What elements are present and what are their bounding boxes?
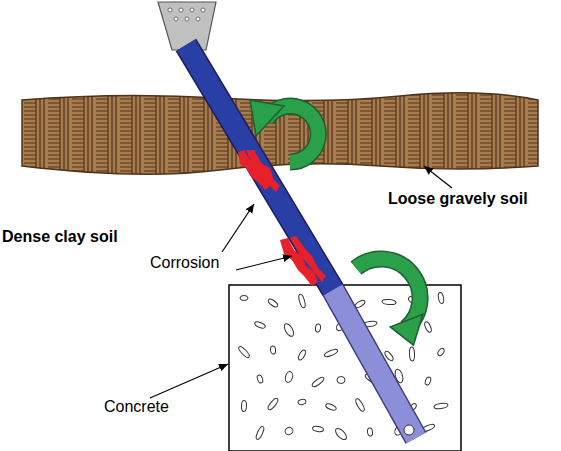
rotation-arrow [356, 259, 423, 346]
soil-label: Loose gravely soil [388, 190, 528, 208]
callout-label: Corrosion [150, 254, 219, 272]
anchor-rod [186, 45, 416, 438]
soil-layer [22, 93, 538, 174]
soil-label: Dense clay soil [2, 228, 118, 246]
rotation-arrow [250, 100, 318, 162]
anchor-eye-plate [158, 2, 216, 50]
part-label: Concrete [104, 398, 169, 416]
